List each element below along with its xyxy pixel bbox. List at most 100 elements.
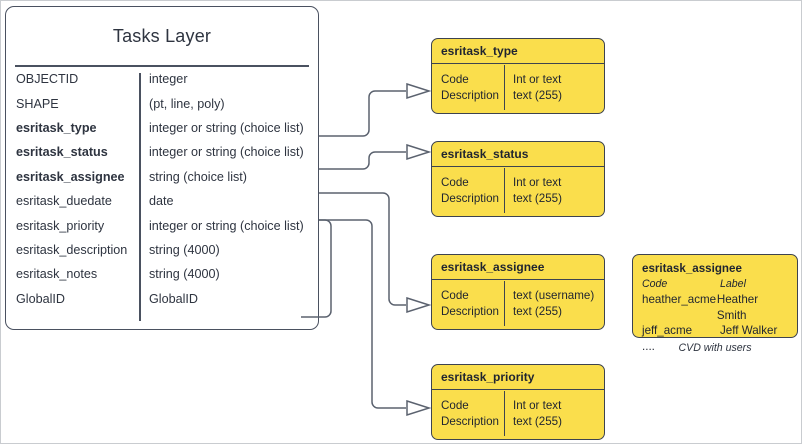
field-name: esritask_status bbox=[16, 145, 108, 160]
header-label: Label bbox=[720, 277, 746, 290]
domain-right-line: Int or text bbox=[513, 399, 562, 412]
domain-body: Code Description Int or text text (255) bbox=[432, 166, 604, 216]
domain-right-line: text (255) bbox=[513, 88, 562, 102]
domain-title: esritask_status bbox=[441, 147, 529, 161]
field-row: esritask_notes string (4000) bbox=[6, 262, 318, 286]
domain-title-divider bbox=[432, 279, 604, 281]
field-name: SHAPE bbox=[16, 96, 59, 111]
tasks-layer-field-list: OBJECTID integer SHAPE (pt, line, poly) … bbox=[6, 67, 318, 329]
connector-to-esritask-priority bbox=[319, 219, 406, 409]
domain-left-line: Description bbox=[441, 88, 499, 102]
domain-body: Code Description Int or text text (255) bbox=[432, 389, 604, 439]
domain-title: esritask_priority bbox=[441, 370, 535, 384]
domain-left-column: Code Description bbox=[432, 389, 504, 439]
connector-to-esritask-type bbox=[319, 90, 406, 137]
field-type: string (4000) bbox=[149, 267, 220, 282]
field-row: esritask_type integer or string (choice … bbox=[6, 116, 318, 140]
field-name: esritask_description bbox=[16, 242, 128, 257]
domain-title-divider bbox=[432, 166, 604, 168]
value-label: Heather Smith bbox=[716, 293, 759, 322]
domain-right-column: Int or text text (255) bbox=[504, 389, 562, 439]
domain-column-divider bbox=[504, 65, 506, 110]
value-code: heather_acme bbox=[642, 293, 717, 306]
domain-left-column: Code Description bbox=[432, 166, 504, 216]
field-row: esritask_description string (4000) bbox=[6, 238, 318, 262]
domain-column-divider bbox=[504, 281, 506, 326]
domain-left-column: Code Description bbox=[432, 279, 504, 329]
field-type: (pt, line, poly) bbox=[149, 96, 225, 111]
domain-right-line: text (255) bbox=[513, 414, 562, 428]
domain-right-column: text (username) text (255) bbox=[504, 279, 594, 329]
assignee-values-caption: CVD with users bbox=[678, 342, 752, 354]
domain-box-esritask-type[interactable]: esritask_type Code Description Int or te… bbox=[431, 38, 605, 114]
arrowhead-icon bbox=[406, 82, 432, 100]
domain-column-divider bbox=[504, 391, 506, 436]
field-name: OBJECTID bbox=[16, 72, 79, 87]
assignee-value-row: jeff_acme Jeff Walker bbox=[642, 323, 788, 339]
domain-right-line: Int or text bbox=[513, 176, 562, 189]
domain-box-esritask-priority[interactable]: esritask_priority Code Description Int o… bbox=[431, 364, 605, 440]
connector-to-esritask-status bbox=[319, 151, 406, 170]
domain-title: esritask_type bbox=[441, 44, 518, 58]
field-name: esritask_type bbox=[16, 120, 97, 135]
field-type: string (4000) bbox=[149, 242, 220, 257]
field-row: OBJECTID integer bbox=[6, 67, 318, 91]
value-label: Jeff Walker bbox=[720, 324, 778, 337]
field-row: esritask_duedate date bbox=[6, 189, 318, 213]
tasks-layer-entity[interactable]: Tasks Layer OBJECTID integer SHAPE (pt, … bbox=[5, 6, 319, 330]
domain-body: Code Description text (username) text (2… bbox=[432, 279, 604, 329]
domain-left-line: Code bbox=[441, 399, 469, 412]
field-name: esritask_notes bbox=[16, 267, 98, 282]
field-type: GlobalID bbox=[149, 291, 198, 306]
domain-right-line: text (255) bbox=[513, 304, 562, 318]
arrowhead-icon bbox=[406, 143, 432, 161]
domain-title-divider bbox=[432, 389, 604, 391]
field-type: string (choice list) bbox=[149, 169, 247, 184]
field-type: integer or string (choice list) bbox=[149, 120, 304, 135]
domain-right-line: text (username) bbox=[513, 289, 595, 302]
arrowhead-icon bbox=[406, 296, 432, 314]
assignee-values-title: esritask_assignee bbox=[642, 262, 742, 275]
field-column-divider bbox=[139, 73, 141, 321]
connector-bus-stub bbox=[301, 219, 332, 318]
assignee-values-header: Code Label bbox=[642, 277, 788, 293]
assignee-values-box[interactable]: esritask_assignee Code Label heather_acm… bbox=[632, 254, 798, 353]
domain-title: esritask_assignee bbox=[441, 260, 545, 274]
field-name: GlobalID bbox=[16, 291, 65, 306]
field-name: esritask_duedate bbox=[16, 194, 112, 209]
field-name: esritask_assignee bbox=[16, 169, 125, 184]
domain-right-column: Int or text text (255) bbox=[504, 166, 562, 216]
domain-left-line: Description bbox=[441, 414, 499, 428]
title-divider bbox=[15, 65, 309, 67]
domain-left-column: Code Description bbox=[432, 63, 504, 113]
field-row: esritask_status integer or string (choic… bbox=[6, 140, 318, 164]
field-row: SHAPE (pt, line, poly) bbox=[6, 91, 318, 115]
field-type: integer or string (choice list) bbox=[149, 218, 304, 233]
assignee-values-list: esritask_assignee Code Label heather_acm… bbox=[633, 255, 797, 354]
domain-right-line: Int or text bbox=[513, 73, 562, 86]
field-row: esritask_priority integer or string (cho… bbox=[6, 213, 318, 237]
domain-left-line: Code bbox=[441, 176, 469, 189]
assignee-value-row: .... bbox=[642, 339, 788, 355]
domain-right-line: text (255) bbox=[513, 191, 562, 205]
assignee-values-title-row: esritask_assignee bbox=[642, 261, 788, 277]
field-type: integer bbox=[149, 72, 188, 87]
domain-left-line: Code bbox=[441, 73, 469, 86]
domain-left-line: Description bbox=[441, 304, 499, 318]
assignee-value-row: heather_acme Heather Smith bbox=[642, 292, 788, 323]
connector-to-esritask-assignee bbox=[319, 192, 406, 306]
field-row: GlobalID GlobalID bbox=[6, 287, 318, 311]
domain-box-esritask-assignee[interactable]: esritask_assignee Code Description text … bbox=[431, 254, 605, 330]
field-type: date bbox=[149, 194, 174, 209]
arrowhead-icon bbox=[406, 399, 432, 417]
domain-left-line: Description bbox=[441, 191, 499, 205]
domain-box-esritask-status[interactable]: esritask_status Code Description Int or … bbox=[431, 141, 605, 217]
header-code: Code bbox=[642, 277, 668, 290]
domain-column-divider bbox=[504, 168, 506, 213]
field-name: esritask_priority bbox=[16, 218, 105, 233]
value-code: .... bbox=[642, 339, 655, 353]
domain-left-line: Code bbox=[441, 289, 469, 302]
domain-right-column: Int or text text (255) bbox=[504, 63, 562, 113]
domain-title-divider bbox=[432, 63, 604, 65]
